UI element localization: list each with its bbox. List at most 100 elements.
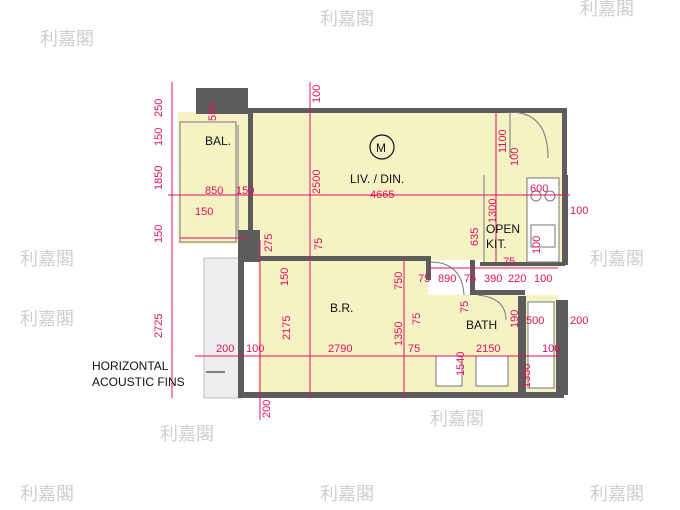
watermark: 利嘉閣 bbox=[160, 424, 214, 445]
dim-label: 200 bbox=[261, 400, 273, 418]
dim-label: 2500 bbox=[311, 170, 323, 194]
dim-label: 75 bbox=[411, 313, 423, 325]
entry-door-swing bbox=[509, 111, 549, 159]
dim-label: 200 bbox=[216, 343, 234, 355]
watermark: 利嘉閣 bbox=[20, 249, 74, 270]
room-label-balcony: BAL. bbox=[205, 134, 231, 148]
dim-label: 850 bbox=[205, 185, 223, 197]
hob-burner bbox=[530, 190, 542, 202]
balcony-rail bbox=[179, 121, 237, 243]
wall-kitchen-right bbox=[562, 175, 568, 265]
dim-label: 1540 bbox=[455, 352, 467, 376]
dim-label: 100 bbox=[311, 85, 323, 103]
watermark: 利嘉閣 bbox=[430, 409, 484, 430]
wall-bath-right bbox=[556, 300, 568, 395]
hob-burner bbox=[544, 190, 556, 202]
dim-label: 150 bbox=[153, 225, 165, 243]
dim-label: 1350 bbox=[521, 364, 533, 388]
dim-label: 190 bbox=[509, 310, 521, 328]
dim-label: 500 bbox=[526, 315, 544, 327]
dimension-labels: 250 550 100 150 1850 850 150 150 2500 46… bbox=[153, 85, 588, 418]
wall-left-living bbox=[248, 112, 253, 230]
dim-label: 4665 bbox=[370, 189, 394, 201]
bedroom-floor bbox=[258, 260, 428, 392]
dim-label: 75 bbox=[464, 273, 476, 285]
dim-label: 1350 bbox=[393, 322, 405, 346]
dim-label: 75 bbox=[459, 301, 471, 313]
kitchen-sink bbox=[530, 224, 556, 248]
wall-top bbox=[248, 108, 566, 113]
dim-label: 1100 bbox=[497, 129, 509, 153]
dim-label: 75 bbox=[313, 238, 325, 250]
dim-label: 390 bbox=[484, 273, 502, 285]
dim-label: 2790 bbox=[328, 343, 352, 355]
dim-label: 550 bbox=[207, 103, 219, 121]
shower bbox=[527, 301, 555, 389]
room-label-bath: BATH bbox=[466, 318, 497, 332]
dim-label: 75 bbox=[418, 273, 430, 285]
wall-bottom bbox=[238, 392, 564, 398]
dim-label: 100 bbox=[570, 205, 588, 217]
dim-label: 200 bbox=[570, 315, 588, 327]
watermark: 利嘉閣 bbox=[20, 309, 74, 330]
dim-label: 100 bbox=[534, 273, 552, 285]
column-mid bbox=[238, 230, 260, 262]
room-label-living: LIV. / DIN. bbox=[350, 172, 404, 186]
dim-label: 250 bbox=[153, 99, 165, 117]
note-line-2: ACOUSTIC FINS bbox=[92, 375, 185, 389]
wall-kitchen-bottom bbox=[480, 262, 565, 266]
wall-right bbox=[562, 108, 567, 176]
dim-label: 635 bbox=[469, 228, 481, 246]
column-top bbox=[196, 88, 248, 114]
fins-note: HORIZONTAL ACOUSTIC FINS bbox=[92, 359, 185, 389]
dim-label: 100 bbox=[509, 148, 521, 166]
wall-bath-mid bbox=[470, 260, 475, 295]
dim-label: 150 bbox=[279, 268, 291, 286]
watermark: 利嘉閣 bbox=[40, 29, 94, 50]
dim-label: 100 bbox=[542, 343, 560, 355]
floor-areas bbox=[178, 112, 562, 399]
watermark: 利嘉閣 bbox=[320, 9, 374, 30]
wall-br-top bbox=[258, 256, 428, 261]
dim-label: 150 bbox=[195, 206, 213, 218]
dim-label: 150 bbox=[153, 128, 165, 146]
room-label-kitchen: KIT. bbox=[486, 237, 507, 251]
fins-area bbox=[203, 257, 243, 399]
watermark: 利嘉閣 bbox=[320, 484, 374, 505]
wall-duct bbox=[518, 296, 526, 392]
bath-door-swing bbox=[477, 294, 507, 321]
dim-label: 220 bbox=[508, 273, 526, 285]
dim-label: 1300 bbox=[487, 199, 499, 223]
dim-label: 75 bbox=[503, 256, 515, 268]
room-label-kitchen: OPEN bbox=[486, 222, 520, 236]
note-line-1: HORIZONTAL bbox=[92, 359, 169, 373]
dim-label: 150 bbox=[236, 185, 254, 197]
watermark: 利嘉閣 bbox=[590, 249, 644, 270]
dim-label: 750 bbox=[393, 272, 405, 290]
watermark-layer: 利嘉閣 利嘉閣 利嘉閣 利嘉閣 利嘉閣 利嘉閣 利嘉閣 利嘉閣 利嘉閣 利嘉閣 … bbox=[20, 0, 644, 505]
dim-label: 2150 bbox=[476, 343, 500, 355]
wall-bath-top bbox=[470, 290, 525, 295]
toilet bbox=[475, 355, 509, 387]
bedroom-door-swing bbox=[429, 261, 465, 296]
dim-label: 100 bbox=[531, 236, 543, 254]
basin bbox=[435, 355, 463, 387]
watermark: 利嘉閣 bbox=[20, 484, 74, 505]
marker-label: M bbox=[376, 141, 386, 155]
wall-left-bedroom bbox=[238, 258, 244, 398]
dim-label: 1850 bbox=[153, 166, 165, 190]
dim-label: 2175 bbox=[281, 316, 293, 340]
dim-label: 100 bbox=[246, 343, 264, 355]
dim-label: 75 bbox=[408, 343, 420, 355]
fixtures bbox=[179, 111, 560, 389]
marker-circle bbox=[369, 134, 395, 160]
dim-label: 275 bbox=[263, 234, 275, 252]
room-label-bedroom: B.R. bbox=[330, 301, 353, 315]
dim-label: 2725 bbox=[153, 314, 165, 338]
dim-label: 890 bbox=[438, 273, 456, 285]
watermark: 利嘉閣 bbox=[590, 484, 644, 505]
room-labels: BAL. M LIV. / DIN. OPEN KIT. B.R. BATH bbox=[205, 134, 520, 332]
dimension-lines bbox=[168, 82, 570, 420]
watermark: 利嘉閣 bbox=[580, 0, 634, 20]
dim-label: 600 bbox=[530, 183, 548, 195]
